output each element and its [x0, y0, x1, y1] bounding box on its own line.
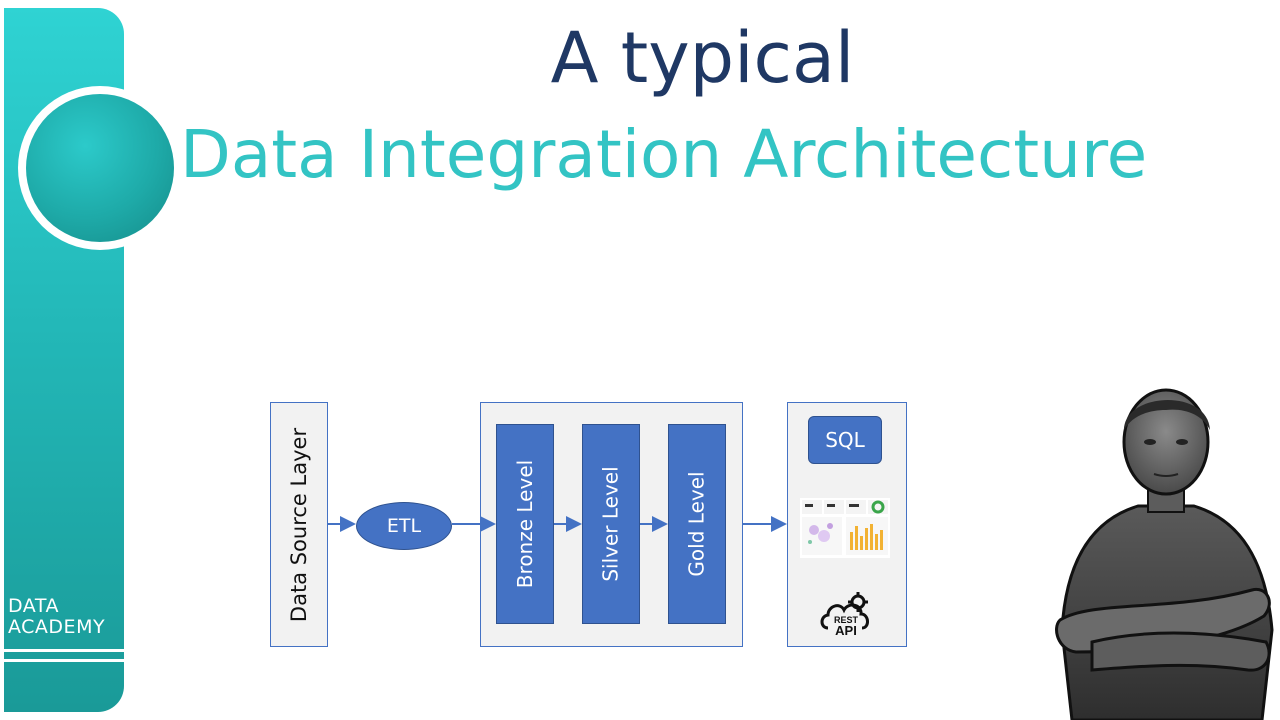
gold-level-box: Gold Level: [668, 424, 726, 624]
etl-node: ETL: [356, 502, 452, 550]
brand-line-2: ACADEMY: [8, 616, 106, 638]
page-subtitle: Data Integration Architecture: [180, 116, 1148, 193]
silver-level-box: Silver Level: [582, 424, 640, 624]
dashboard-thumbnail: [800, 498, 890, 558]
api-text: API: [835, 623, 857, 638]
sidebar-stripe: [4, 659, 124, 662]
rest-api-cloud-gear-icon: REST API: [820, 592, 869, 638]
brand-line-1: DATA: [8, 595, 59, 617]
data-source-box: [270, 402, 328, 647]
sidebar-stripe: [4, 649, 124, 652]
bronze-level-box: Bronze Level: [496, 424, 554, 624]
decorative-circle: [26, 94, 174, 242]
presenter-photo: [1055, 388, 1274, 720]
page-title: A typical: [550, 17, 855, 99]
rest-text: REST: [834, 615, 859, 625]
sql-node: SQL: [808, 416, 882, 464]
brand-logo-text: DATA ACADEMY: [8, 596, 105, 638]
